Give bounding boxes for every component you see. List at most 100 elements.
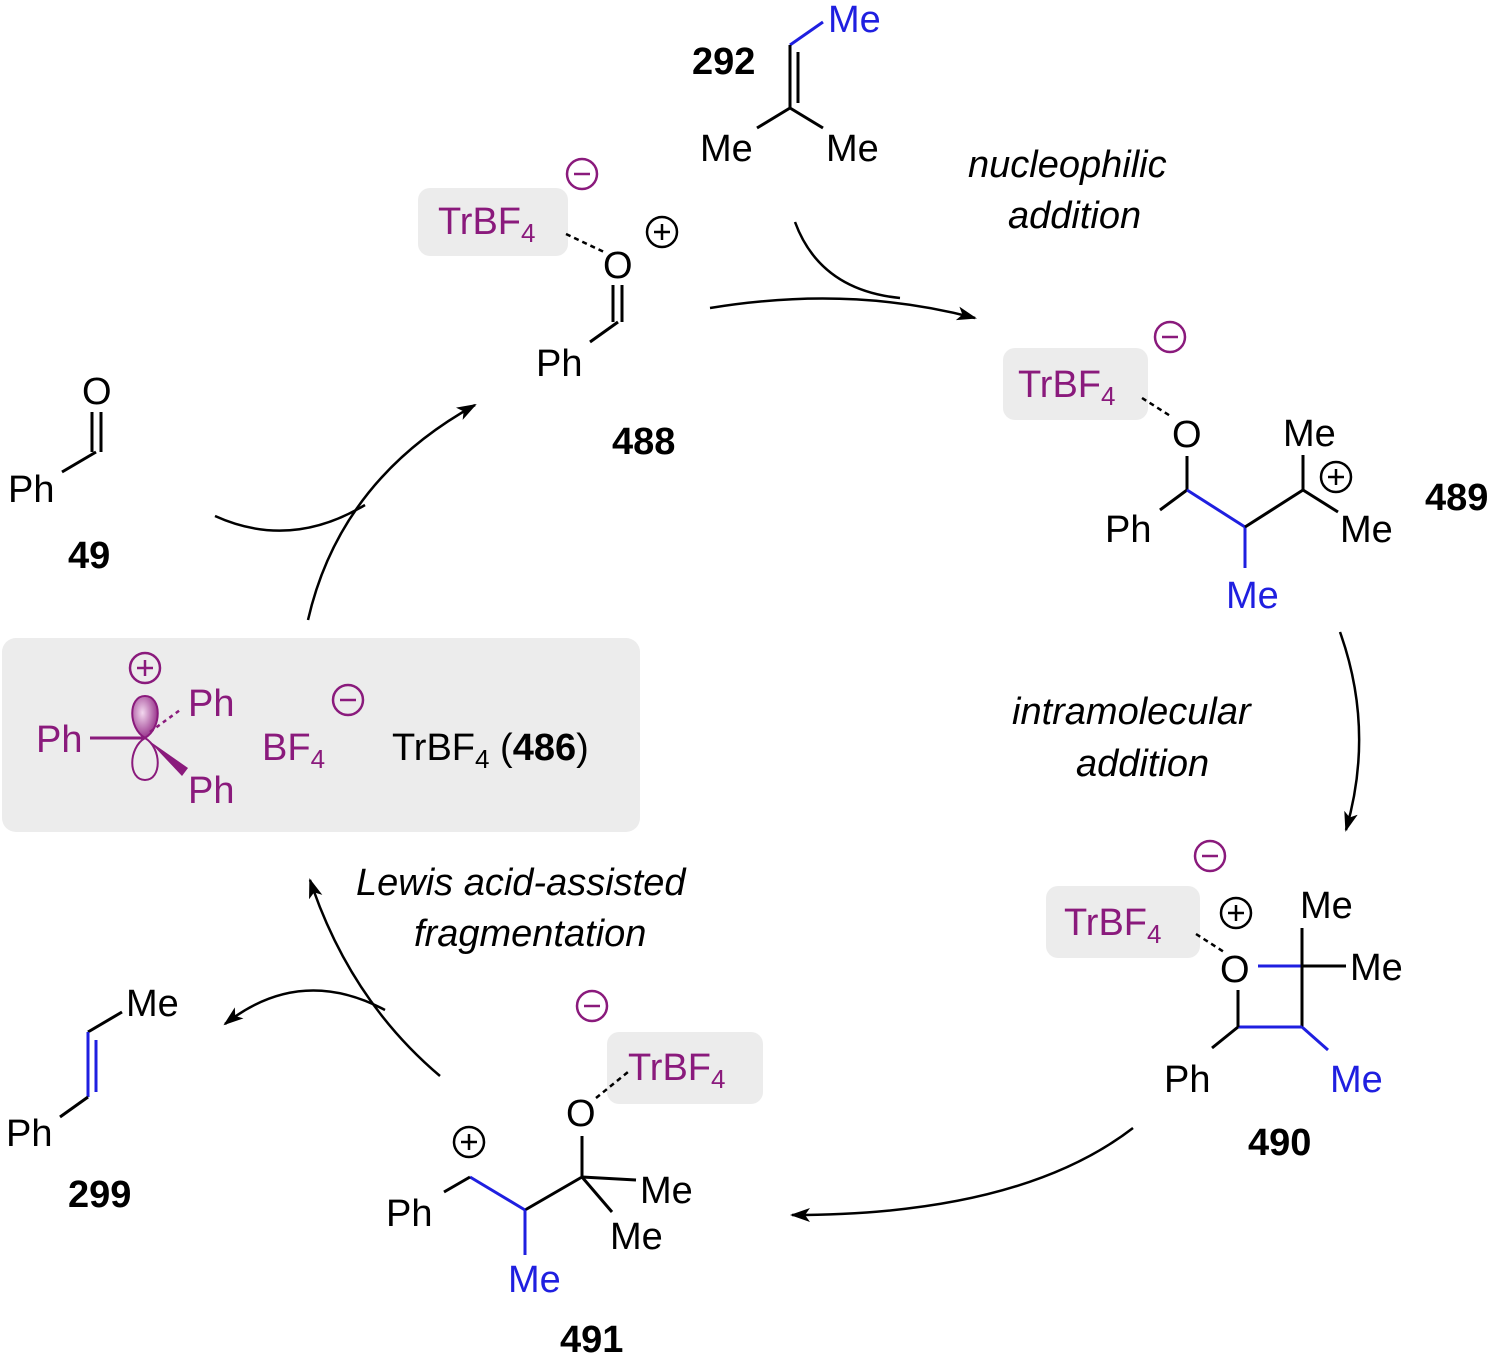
bond — [1211, 1025, 1239, 1050]
phenyl-label: Ph — [8, 469, 54, 511]
coordination-bond — [595, 1071, 629, 1099]
lewis-acid-label: TrBF4 — [1018, 364, 1115, 411]
wedge-bond — [148, 740, 188, 776]
bond — [580, 1176, 614, 1213]
step-label-intramolecular: addition — [1076, 743, 1209, 785]
oxygen-label: O — [603, 245, 633, 287]
step-label-nucleophilic: nucleophilic — [968, 144, 1167, 186]
bond — [1159, 488, 1188, 512]
methyl-label: Me — [1340, 509, 1393, 551]
tetrafluoroborate-label: BF4 — [262, 727, 325, 774]
compound-49: O Ph 49 — [8, 371, 112, 577]
bond — [87, 1010, 123, 1034]
compound-292: 292 Me Me Me — [692, 0, 881, 170]
lewis-acid-highlight — [1003, 348, 1148, 420]
methyl-label: Me — [508, 1259, 561, 1301]
compound-number-49: 49 — [68, 535, 110, 577]
bond — [789, 106, 824, 130]
methyl-label: Me — [1226, 575, 1279, 617]
compound-488: TrBF4 O Ph 488 — [418, 157, 679, 463]
step-label-nucleophilic: addition — [1008, 195, 1141, 237]
oxygen-label: O — [82, 371, 112, 413]
methyl-label: Me — [826, 128, 879, 170]
new-bond — [1186, 488, 1246, 529]
compound-299: Me Ph 299 — [6, 983, 179, 1216]
lewis-acid-label: TrBF4 — [1064, 902, 1161, 949]
methyl-label: Me — [1283, 413, 1336, 455]
positive-charge-icon — [128, 651, 162, 685]
hashed-bond — [149, 708, 181, 734]
reagent-arrow-in — [793, 221, 901, 300]
compound-491: TrBF4 O Me Me Me Ph 491 — [386, 989, 763, 1359]
new-bond — [469, 1175, 526, 1212]
compound-number-299: 299 — [68, 1174, 131, 1216]
bond — [524, 1175, 583, 1212]
catalyst-486: Ph Ph Ph BF4 TrBF4 (486) — [2, 638, 640, 832]
phenyl-label: Ph — [6, 1113, 52, 1155]
catalyst-highlight — [2, 638, 640, 832]
methyl-label: Me — [828, 0, 881, 41]
compound-number-488: 488 — [612, 421, 675, 463]
reaction-arrow — [709, 297, 977, 321]
methyl-label: Me — [640, 1170, 693, 1212]
step-label-intramolecular: intramolecular — [1012, 691, 1252, 733]
compound-number-490: 490 — [1248, 1122, 1311, 1164]
methyl-label: Me — [1330, 1059, 1383, 1101]
oxygen-label: O — [1220, 949, 1250, 991]
product-arrow-out — [223, 989, 386, 1026]
coordination-bond — [1195, 932, 1225, 954]
p-orbital-icon — [131, 694, 159, 740]
negative-charge-icon — [1193, 839, 1227, 873]
positive-charge-icon — [1219, 896, 1253, 930]
oxygen-label: O — [1172, 414, 1202, 456]
catalyst-name: TrBF4 (486) — [392, 727, 589, 774]
bond — [61, 450, 97, 474]
lewis-acid-highlight — [607, 1032, 763, 1104]
phenyl-label: Ph — [386, 1193, 432, 1235]
reagent-arrow-in — [214, 503, 366, 532]
coordination-bond — [565, 232, 605, 254]
negative-charge-icon — [565, 157, 599, 191]
negative-charge-icon — [575, 989, 609, 1023]
lewis-acid-highlight — [418, 188, 568, 256]
phenyl-label: Ph — [36, 719, 82, 761]
compound-number-489: 489 — [1425, 477, 1488, 519]
bond — [789, 20, 824, 47]
compound-490: TrBF4 O Me Me Ph Me 490 — [1046, 839, 1403, 1164]
reaction-arrow — [790, 1127, 1134, 1222]
compound-number-491: 491 — [560, 1319, 623, 1359]
methyl-label: Me — [610, 1216, 663, 1258]
bond — [756, 106, 791, 130]
positive-charge-icon — [645, 215, 679, 249]
reaction-arrow — [306, 403, 477, 621]
p-orbital-icon — [131, 736, 159, 782]
positive-charge-icon — [452, 1125, 486, 1159]
bond — [1244, 488, 1304, 529]
phenyl-label: Ph — [1164, 1059, 1210, 1101]
new-bond — [1301, 1025, 1329, 1052]
bond — [589, 320, 619, 344]
phenyl-label: Ph — [536, 343, 582, 385]
phenyl-label: Ph — [1105, 509, 1151, 551]
coordination-bond — [1141, 396, 1173, 419]
reaction-arrow — [1338, 631, 1361, 832]
phenyl-label: Ph — [188, 770, 234, 812]
methyl-label: Me — [126, 983, 179, 1025]
methyl-label: Me — [700, 128, 753, 170]
lewis-acid-label: TrBF4 — [438, 201, 535, 248]
phenyl-label: Ph — [188, 683, 234, 725]
compound-489: TrBF4 O Ph Me Me Me 489 — [1003, 320, 1488, 617]
bond — [443, 1175, 471, 1194]
bond — [1302, 488, 1339, 514]
compound-number-292: 292 — [692, 41, 755, 83]
step-label-fragmentation: Lewis acid-assisted — [356, 862, 687, 904]
negative-charge-icon — [1153, 320, 1187, 354]
negative-charge-icon — [331, 683, 365, 717]
lewis-acid-label: TrBF4 — [628, 1047, 725, 1094]
step-label-fragmentation: fragmentation — [414, 913, 646, 955]
bond — [581, 1175, 637, 1182]
methyl-label: Me — [1350, 947, 1403, 989]
methyl-label: Me — [1300, 885, 1353, 927]
bond — [59, 1095, 89, 1119]
